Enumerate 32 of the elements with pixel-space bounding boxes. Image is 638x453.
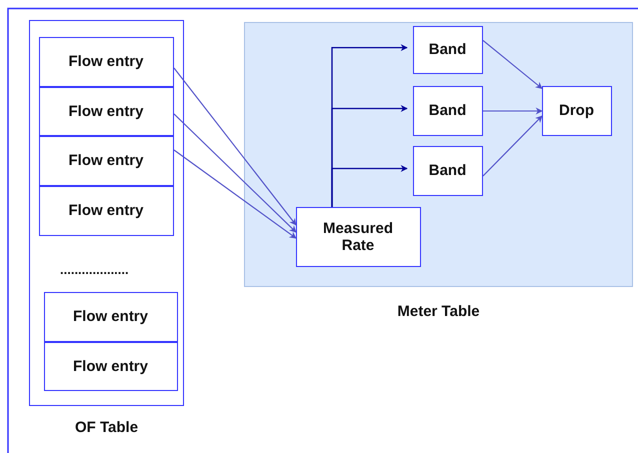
arrow: [331, 165, 408, 207]
node-label: Flow entry: [68, 53, 144, 70]
process-box: [412, 86, 482, 136]
arrow: [482, 116, 542, 176]
arrow: [174, 150, 297, 239]
node-label: Drop: [559, 102, 594, 119]
arrow: [483, 108, 543, 114]
node-label: Flow entry: [68, 202, 144, 219]
process-box: [542, 86, 612, 136]
process-box: [44, 292, 178, 342]
process-box: [412, 146, 482, 196]
node-label: Band: [428, 102, 466, 119]
table-title: Meter Table: [396, 303, 481, 320]
node-label: Band: [428, 162, 466, 179]
process-box: [296, 206, 420, 266]
node-label: Flow entry: [72, 358, 148, 374]
node-label: Flow entry: [68, 152, 144, 169]
node-label: Flow entry: [72, 308, 148, 325]
table-title: OF Table: [74, 419, 140, 436]
process-box: [412, 26, 482, 74]
arrow: [482, 40, 543, 89]
process-box: [44, 342, 178, 390]
ellipsis-text: ...................: [60, 262, 129, 277]
process-box: [38, 136, 174, 186]
arrow: [174, 114, 296, 233]
node-label: Measured Rate: [322, 220, 394, 254]
process-box: [38, 86, 174, 136]
node-label: Band: [428, 41, 466, 58]
node-label: Flow entry: [68, 102, 144, 120]
process-box: [38, 186, 174, 236]
process-box: [38, 36, 174, 86]
arrow: [174, 68, 296, 226]
